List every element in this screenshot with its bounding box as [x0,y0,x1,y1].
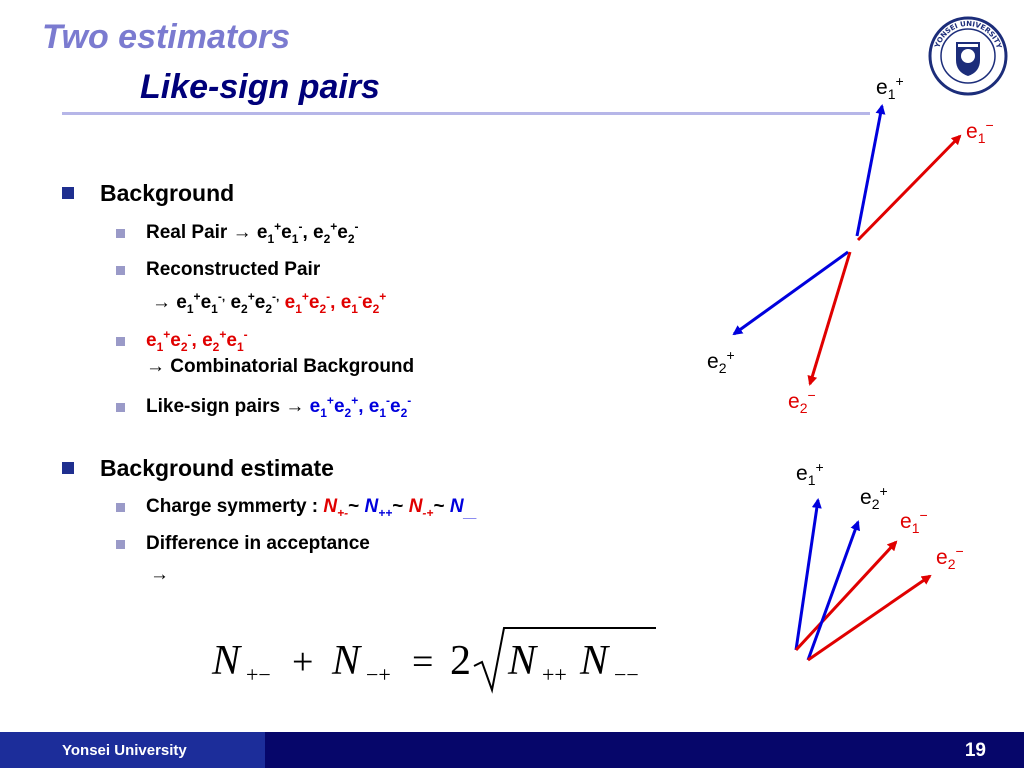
sub-bullet-text: Reconstructed Pair [146,259,321,280]
track-e1-minus [856,134,962,242]
bullet-text: Background estimate [100,455,334,481]
track2-e1-plus [794,498,822,651]
svg-text:−−: −− [614,662,639,687]
difference-arrow: → [150,564,169,585]
track2-e2-minus [807,574,932,662]
bullet-square-icon [62,462,74,474]
label2-e1-plus: e1+ [796,459,824,489]
svg-text:2: 2 [450,638,471,684]
sub-bullet-square-icon [116,266,125,275]
reconstructed-pair-list: → e1+e1-, e2+e2-, e1+e2-, e1-e2+ [152,289,387,316]
svg-text:+−: +− [246,662,271,687]
label-e2-minus: e2− [788,387,816,417]
sub-bullet-text: Difference in acceptance [146,533,370,554]
label-e1-minus: e1− [966,117,994,147]
track-e2-plus [732,250,849,336]
svg-text:N: N [211,638,242,684]
track2-e1-minus [794,540,898,652]
title-divider [62,112,870,115]
slide-title-line2: Like-sign pairs [140,68,380,106]
sub-bullet-square-icon [116,229,125,238]
combinatorial-text: → Combinatorial Background [146,356,415,377]
label2-e1-minus: e1− [900,507,928,537]
footer-org: Yonsei University [62,742,187,759]
svg-text:+: + [292,641,313,683]
svg-text:=: = [412,641,433,683]
track-e1-plus [855,104,886,237]
charge-symmetry-formula: N +− + N −+ = 2 N ++ N −− [211,627,656,694]
svg-text:−+: −+ [366,662,391,687]
bullet-text: Background [100,180,235,206]
bullet-square-icon [62,187,74,199]
label2-e2-plus: e2+ [860,483,888,513]
sub-bullet-text: Like-sign pairs → e1+e2+, e1-e2- [146,393,412,420]
label-e1-plus: e1+ [876,73,904,103]
label-e2-plus: e2+ [707,347,735,377]
svg-text:N: N [331,638,362,684]
page-number: 19 [964,740,986,761]
label2-e2-minus: e2− [936,543,964,573]
slide-title-line1: Two estimators [42,18,291,56]
footer-accent [0,732,265,768]
track2-e2-plus [806,520,860,661]
svg-text:++: ++ [542,662,567,687]
svg-text:N: N [507,638,538,684]
track-e2-minus [807,251,852,386]
sub-bullet-text: Charge symmerty : N+-~ N++~ N-+~ N__ [146,496,477,520]
sub-bullet-square-icon [116,337,125,346]
university-seal-icon: YONSEI UNIVERSITY [928,16,1008,96]
slide-footer: Yonsei University 19 [0,732,1024,768]
sub-bullet-square-icon [116,503,125,512]
sub-bullet-text: e1+e2-, e2+e1- [146,327,248,354]
sub-bullet-square-icon [116,540,125,549]
svg-text:N: N [579,638,610,684]
sub-bullet-square-icon [116,403,125,412]
sub-bullet-text: Real Pair → e1+e1-, e2+e2- [146,219,359,246]
